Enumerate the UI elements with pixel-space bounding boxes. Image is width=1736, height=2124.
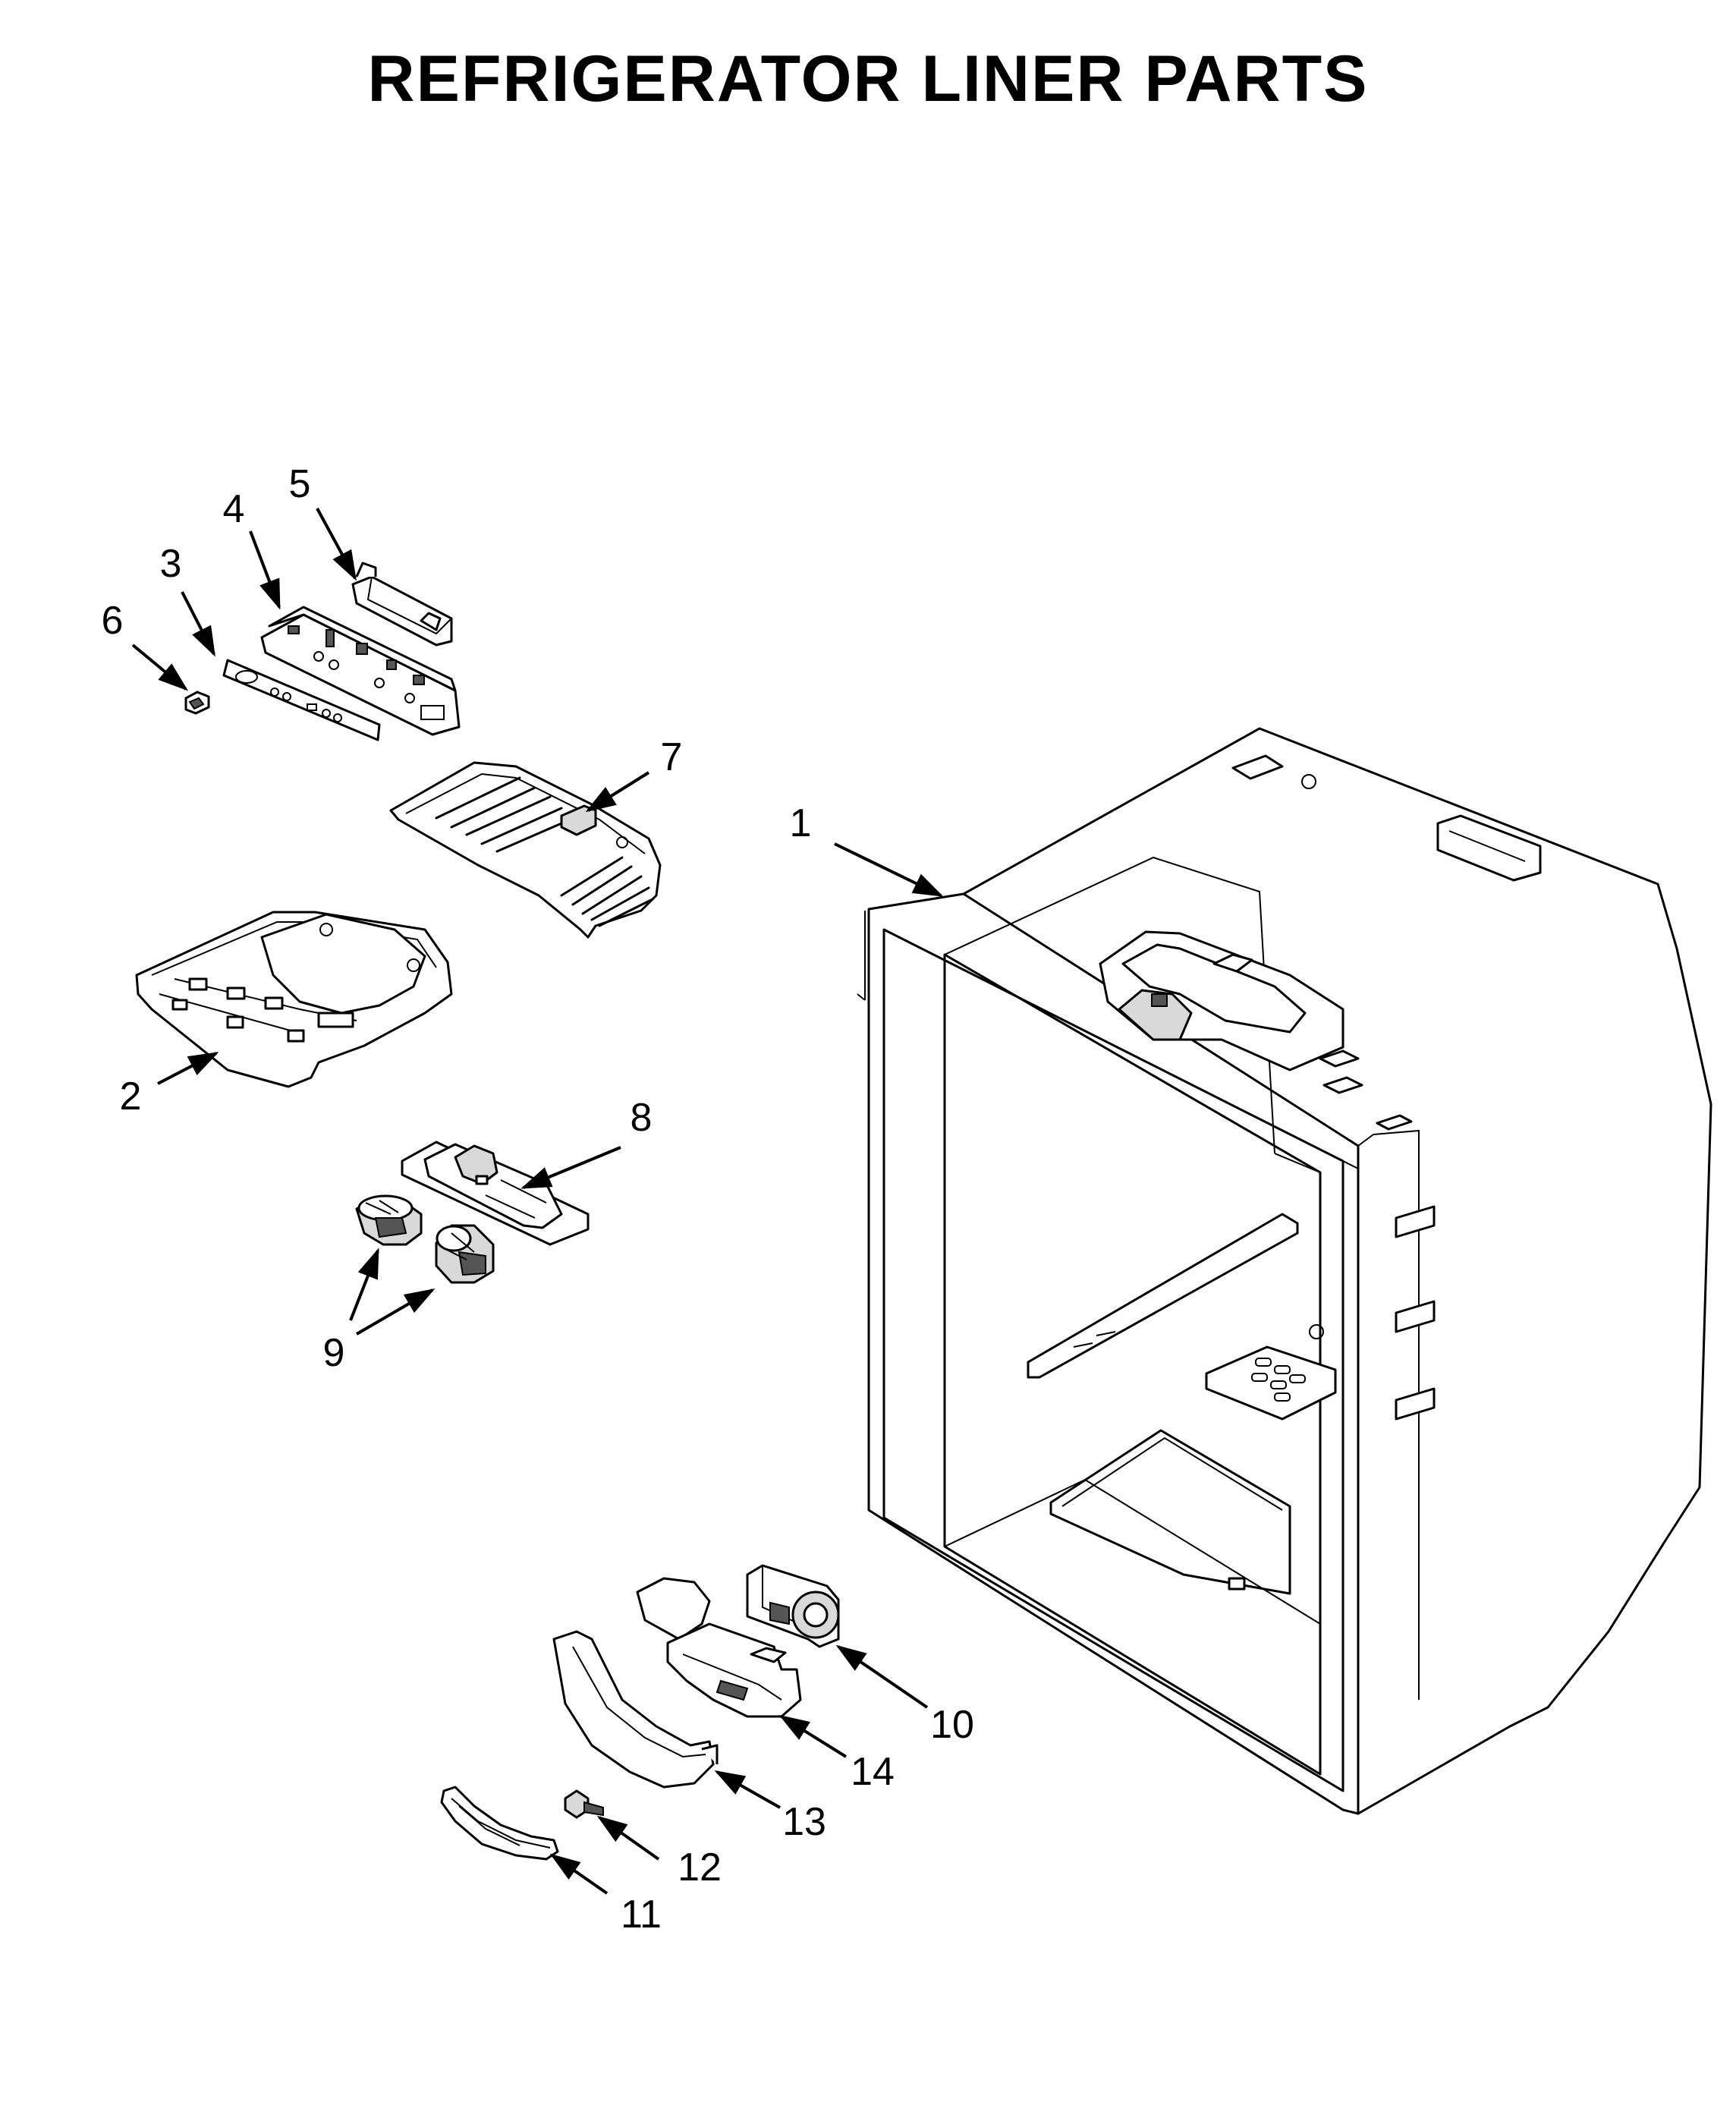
liner-part-1 [857, 727, 1712, 1815]
callout-14: 14 [851, 1750, 895, 1794]
callout-10: 10 [930, 1703, 974, 1747]
callout-3: 3 [160, 542, 182, 586]
callout-11: 11 [621, 1893, 662, 1937]
screw-part-12 [564, 1789, 604, 1819]
grille-part-11 [440, 1786, 559, 1861]
cover-part-2 [135, 911, 453, 1088]
light-socket-part-9b [435, 1224, 495, 1284]
overlay-part-3 [222, 659, 381, 741]
trim-part-13 [552, 1630, 719, 1789]
housing-part-4 [260, 606, 461, 736]
motor-part-10 [746, 1564, 840, 1648]
bracket-part-5 [351, 562, 453, 647]
diffuser-part-7 [389, 761, 662, 939]
callout-13: 13 [782, 1800, 826, 1844]
callout-12: 12 [678, 1846, 722, 1890]
light-socket-part-9a [355, 1194, 423, 1246]
callout-8: 8 [631, 1096, 653, 1140]
callout-9: 9 [323, 1331, 345, 1375]
callout-6: 6 [102, 599, 124, 643]
leader-arrows [131, 508, 944, 1895]
callout-2: 2 [120, 1075, 142, 1119]
callout-labels: 1 2 3 4 5 6 7 8 9 10 11 12 13 14 [102, 462, 974, 1937]
diagram-title: REFRIGERATOR LINER PARTS [367, 42, 1369, 115]
callout-7: 7 [661, 735, 683, 779]
lever-part-14 [636, 1577, 802, 1718]
light-housing-part-8 [401, 1141, 590, 1246]
callout-5: 5 [289, 462, 311, 506]
callout-1: 1 [790, 801, 812, 845]
clip-part-6 [184, 691, 210, 715]
callout-4: 4 [223, 487, 245, 531]
